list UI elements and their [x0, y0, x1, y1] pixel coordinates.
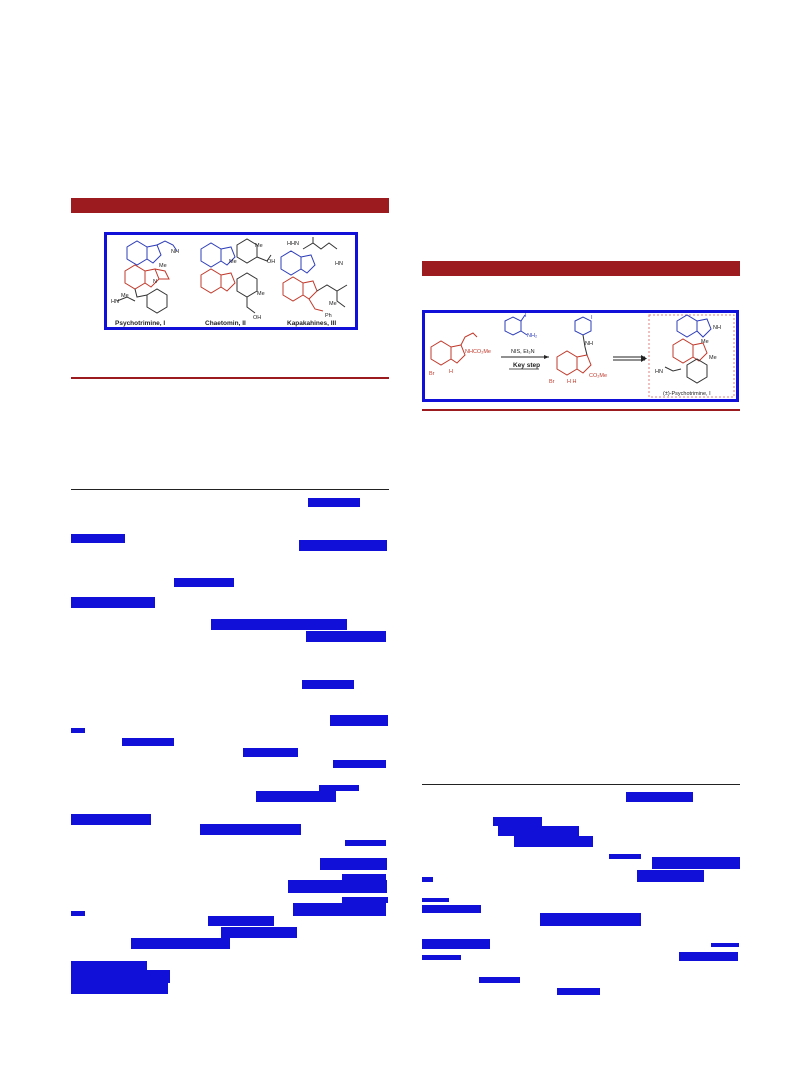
svg-text:NH: NH	[585, 341, 593, 347]
redaction-block	[122, 738, 174, 746]
svg-text:HN: HN	[655, 369, 663, 375]
product-panel	[648, 314, 735, 398]
reagent-label: NIS, Et₃N	[511, 349, 535, 355]
redaction-block	[71, 970, 170, 983]
svg-text:HN: HN	[111, 299, 119, 305]
redaction-block	[71, 814, 151, 825]
redaction-block	[302, 680, 354, 689]
product-structure	[664, 314, 712, 384]
redaction-block	[342, 874, 386, 880]
psychotrimine-structure	[116, 240, 178, 314]
svg-text:HHN: HHN	[287, 241, 299, 247]
redaction-block	[422, 955, 461, 960]
redaction-block	[71, 728, 85, 733]
redaction-block	[422, 898, 449, 902]
redaction-block	[330, 715, 388, 726]
redaction-block	[243, 748, 298, 757]
redaction-block	[174, 578, 234, 587]
redaction-block	[293, 903, 386, 916]
intermediate-structure	[556, 316, 592, 376]
redaction-block	[498, 826, 579, 836]
redaction-block	[626, 792, 693, 802]
redaction-block	[299, 540, 387, 551]
redaction-block	[71, 534, 125, 543]
svg-text:I: I	[591, 315, 593, 321]
redaction-block	[71, 911, 85, 916]
redaction-block	[131, 938, 230, 949]
redaction-block	[71, 597, 155, 608]
redaction-block	[540, 913, 641, 926]
section-rule-left	[71, 377, 389, 379]
section-header-bar-left	[71, 198, 389, 213]
redaction-block	[200, 824, 301, 835]
label-chaetomin: Chaetomin, II	[205, 320, 246, 327]
starting-material-structure	[430, 332, 478, 366]
redaction-block	[71, 982, 168, 994]
redaction-block	[422, 905, 481, 913]
redaction-block	[345, 840, 386, 846]
svg-text:Me: Me	[255, 243, 263, 249]
redaction-block	[211, 619, 347, 630]
key-step-label: Key step	[513, 362, 540, 369]
svg-text:Me: Me	[701, 339, 709, 345]
redaction-block	[342, 897, 388, 903]
svg-text:I: I	[525, 313, 527, 319]
divider-left	[71, 489, 389, 490]
kapakahines-structure	[280, 237, 348, 312]
svg-text:NH₂: NH₂	[527, 333, 537, 339]
redaction-block	[679, 952, 738, 961]
redaction-block	[333, 760, 386, 768]
svg-text:OH: OH	[253, 315, 261, 321]
svg-text:HN: HN	[335, 261, 343, 267]
redaction-block	[208, 916, 274, 926]
natural-products-structures: NH Me N HN Me Me OH Me OH Me	[111, 237, 348, 327]
svg-text:Me: Me	[257, 291, 265, 297]
redaction-block	[221, 927, 297, 938]
redaction-block	[479, 977, 520, 983]
reagent-structure	[504, 314, 528, 336]
scheme-key-step: NHCO₂Me Br H NH₂ I NIS, Et₃N Key step I	[422, 310, 739, 402]
svg-text:H: H	[449, 369, 453, 375]
section-header-bar-right	[422, 261, 740, 276]
svg-text:Br: Br	[549, 379, 555, 385]
redaction-block	[288, 880, 387, 893]
redaction-block	[319, 785, 359, 791]
divider-right	[422, 784, 740, 785]
redaction-block	[637, 870, 704, 882]
svg-text:OH: OH	[267, 259, 275, 265]
section-rule-right	[422, 409, 740, 411]
svg-text:Me: Me	[709, 355, 717, 361]
label-psychotrimine: Psychotrimine, I	[115, 320, 165, 327]
redaction-block	[422, 939, 490, 949]
svg-text:NHCO₂Me: NHCO₂Me	[465, 349, 491, 355]
redaction-block	[711, 943, 739, 947]
redaction-block	[557, 988, 600, 995]
product-label: (±)-Psychotrimine, I	[663, 391, 711, 397]
redaction-block	[308, 498, 360, 507]
redaction-block	[256, 791, 336, 802]
svg-text:Me: Me	[159, 263, 167, 269]
redaction-block	[493, 817, 542, 826]
label-kapakahines: Kapakahines, III	[287, 320, 336, 327]
svg-text:Me: Me	[229, 259, 237, 265]
scheme-structures: NHCO₂Me Br H NH₂ I NIS, Et₃N Key step I	[429, 313, 735, 398]
svg-text:N: N	[153, 279, 157, 285]
svg-text:H H: H H	[567, 379, 577, 385]
intermediate-ester: CO₂Me	[589, 373, 607, 379]
svg-text:NH: NH	[171, 249, 179, 255]
chaetomin-structure	[200, 238, 272, 314]
redaction-block	[320, 858, 387, 870]
figure-natural-products: NH Me N HN Me Me OH Me OH Me	[104, 232, 358, 330]
redaction-block	[306, 631, 386, 642]
redaction-block	[652, 857, 740, 869]
redaction-block	[71, 961, 147, 972]
svg-text:NH: NH	[713, 325, 721, 331]
redaction-block	[609, 854, 641, 859]
redaction-block	[422, 877, 433, 882]
svg-text:Ph: Ph	[325, 313, 332, 319]
svg-text:Me: Me	[329, 301, 337, 307]
svg-text:Br: Br	[429, 371, 435, 377]
redaction-block	[514, 836, 593, 847]
svg-text:Me: Me	[121, 293, 129, 299]
